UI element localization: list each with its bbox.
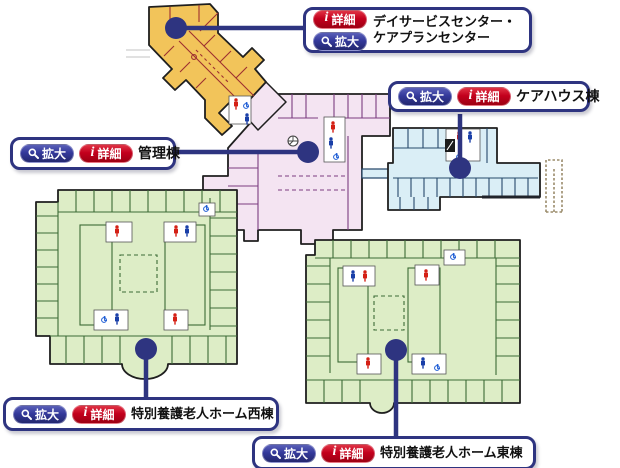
info-icon: i	[90, 144, 95, 160]
wheelchair-icon	[203, 205, 209, 212]
connector-dot-dayservice	[165, 17, 187, 39]
carehouse-room-lines	[393, 128, 538, 210]
wheelchair-icon	[243, 102, 249, 109]
connector-dots	[135, 17, 471, 361]
magnifier-icon	[406, 91, 417, 102]
kanri-detail-button[interactable]: i 詳細	[79, 144, 133, 163]
callout-dayservice: i 詳細 拡大 デイサービスセンター・ ケアプランセンター	[303, 7, 532, 53]
carehouse-zoom-button[interactable]: 拡大	[398, 87, 452, 106]
toilet-room	[93, 309, 129, 331]
magnifier-icon	[21, 409, 32, 420]
detail-button-label: 詳細	[97, 147, 122, 161]
dayservice-detail-button[interactable]: i 詳細	[313, 9, 367, 29]
stairs-icon	[445, 139, 455, 152]
detail-button-label: 詳細	[331, 12, 356, 27]
male-toilet-icon	[421, 357, 425, 369]
detail-button-label: 詳細	[339, 446, 364, 461]
zoom-button-label: 拡大	[283, 446, 308, 461]
info-icon: i	[468, 87, 473, 103]
connector-dot-carehouse	[449, 157, 471, 179]
male-toilet-icon	[468, 131, 472, 143]
carehouse-corridor	[361, 168, 392, 179]
dayservice-zoom-button[interactable]: 拡大	[313, 31, 367, 51]
callout-carehouse: 拡大 i 詳細 ケアハウス棟	[388, 81, 599, 112]
detail-button-label: 詳細	[90, 407, 115, 422]
east-detail-button[interactable]: i 詳細	[321, 443, 375, 463]
wheelchair-icon	[101, 316, 107, 323]
connector-dot-west	[135, 338, 157, 360]
east-room-lines	[306, 240, 520, 403]
site-path-lines	[126, 49, 150, 58]
female-toilet-icon	[234, 98, 238, 110]
toilet-room	[323, 116, 346, 163]
ramp-structure	[545, 159, 563, 213]
female-toilet-icon	[363, 270, 367, 282]
west-label: 特別養護老人ホーム西棟	[131, 405, 274, 421]
east-label: 特別養護老人ホーム東棟	[380, 444, 523, 460]
magnifier-icon	[321, 36, 332, 47]
magnifier-icon	[270, 448, 281, 459]
callout-kanri: 拡大 i 詳細 管理棟	[10, 137, 180, 170]
female-toilet-icon	[115, 225, 119, 237]
magnifier-icon	[28, 148, 39, 159]
callout-east: 拡大 i 詳細 特別養護老人ホーム東棟	[252, 436, 536, 468]
female-toilet-icon	[173, 313, 177, 325]
zoom-button-label: 拡大	[41, 147, 66, 161]
male-toilet-icon	[329, 137, 333, 149]
info-icon: i	[83, 405, 88, 420]
zoom-button-label: 拡大	[419, 90, 444, 104]
kanri-label: 管理棟	[138, 144, 180, 161]
female-toilet-icon	[424, 269, 428, 281]
detail-button-label: 詳細	[475, 90, 500, 104]
zoom-button-label: 拡大	[34, 407, 59, 422]
zoom-button-label: 拡大	[334, 34, 359, 49]
dayservice-room-lines	[163, 5, 255, 107]
wheelchair-icon	[450, 253, 456, 260]
carehouse-detail-button[interactable]: i 詳細	[457, 87, 511, 106]
spiral-stairs-icon	[287, 135, 299, 147]
west-detail-button[interactable]: i 詳細	[72, 404, 126, 424]
kanri-room-lines	[204, 94, 390, 230]
info-icon: i	[324, 10, 329, 25]
east-zoom-button[interactable]: 拡大	[262, 443, 316, 463]
female-toilet-icon	[331, 121, 335, 133]
west-zoom-button[interactable]: 拡大	[13, 404, 67, 424]
dayservice-label: デイサービスセンター・ ケアプランセンター	[373, 13, 517, 45]
info-icon: i	[332, 444, 337, 459]
female-toilet-icon	[174, 225, 178, 237]
toilet-room	[342, 265, 376, 287]
male-toilet-icon	[351, 270, 355, 282]
female-toilet-icon	[366, 357, 370, 369]
male-toilet-icon	[185, 225, 189, 237]
male-toilet-icon	[245, 113, 249, 125]
toilet-room	[411, 353, 447, 375]
toilet-room	[163, 221, 197, 243]
connector-dot-kanri	[297, 141, 319, 163]
wheelchair-icon	[434, 364, 440, 371]
callout-west: 拡大 i 詳細 特別養護老人ホーム西棟	[3, 397, 279, 431]
wheelchair-icon	[333, 153, 339, 160]
carehouse-label: ケアハウス棟	[516, 87, 600, 104]
kanri-zoom-button[interactable]: 拡大	[20, 144, 74, 163]
connector-dot-east	[385, 339, 407, 361]
male-toilet-icon	[115, 313, 119, 325]
